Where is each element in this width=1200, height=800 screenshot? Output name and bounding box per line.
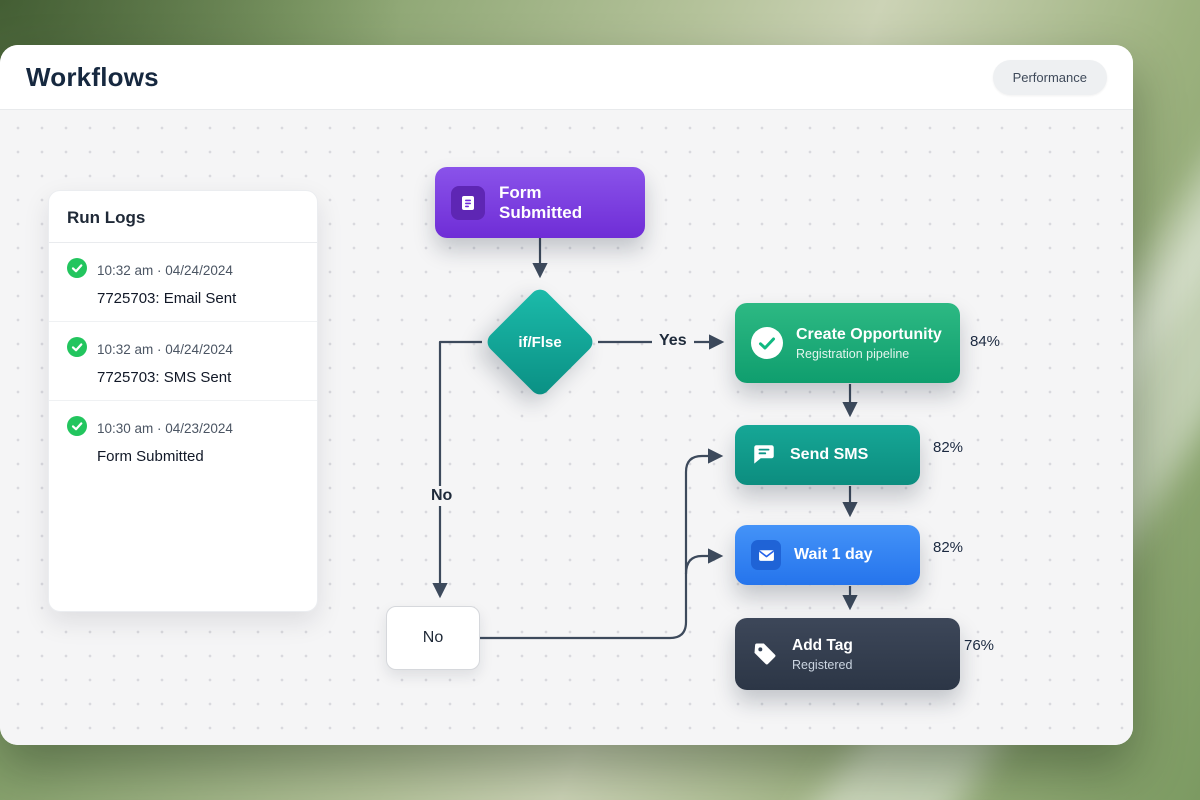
document-icon [451, 185, 485, 220]
edge-label-no: No [424, 486, 460, 506]
stat-send-sms: 82% [933, 439, 964, 456]
node-title: Wait 1 day [794, 546, 873, 563]
log-message: 7725703: SMS Sent [97, 369, 232, 386]
log-timestamp: 10:30 am · 04/23/2024 [97, 421, 233, 436]
node-title: Create Opportunity [796, 325, 942, 343]
check-circle-icon [751, 327, 783, 359]
node-send-sms[interactable]: Send SMS [735, 425, 920, 485]
log-message: Form Submitted [97, 448, 204, 465]
check-circle-icon [67, 337, 87, 362]
node-condition[interactable]: if/Flse [483, 285, 597, 399]
node-title: Add Tag [792, 636, 853, 654]
node-no[interactable]: No [386, 606, 480, 670]
node-wait-1-day[interactable]: Wait 1 day [735, 525, 920, 585]
run-log-entry[interactable]: 10:32 am · 04/24/2024 7725703: SMS Sent [49, 321, 317, 400]
node-title: Form Submitted [499, 182, 583, 222]
condition-label: if/Flse [518, 333, 562, 351]
node-add-tag[interactable]: Add Tag Registered [735, 618, 960, 690]
performance-button[interactable]: Performance [992, 59, 1107, 95]
check-circle-icon [67, 416, 87, 441]
check-circle-icon [67, 258, 87, 283]
divider [49, 242, 317, 243]
node-subtitle: Registration pipeline [796, 346, 910, 361]
log-timestamp: 10:32 am · 04/24/2024 [97, 263, 233, 278]
run-logs-title: Run Logs [67, 208, 146, 227]
tag-icon [751, 640, 779, 668]
chat-bubble-icon [751, 442, 777, 468]
stat-add-tag: 76% [964, 637, 995, 654]
log-message: 7725703: Email Sent [97, 290, 237, 307]
node-create-opportunity[interactable]: Create Opportunity Registration pipeline [735, 303, 960, 383]
node-title: No [422, 629, 444, 646]
window-header: Workflows Performance [0, 45, 1133, 110]
stat-wait-1-day: 82% [933, 539, 964, 556]
run-log-entry[interactable]: 10:30 am · 04/23/2024 Form Submitted [49, 400, 317, 479]
node-title: Send SMS [790, 446, 869, 463]
log-timestamp: 10:32 am · 04/24/2024 [97, 342, 233, 357]
node-form-submitted[interactable]: Form Submitted [435, 167, 645, 238]
envelope-icon [751, 540, 781, 570]
stat-create-opportunity: 84% [970, 333, 1001, 350]
workflows-window: Workflows Performance [0, 45, 1133, 745]
edge-label-yes: Yes [652, 331, 694, 351]
run-log-entry[interactable]: 10:32 am · 04/24/2024 7725703: Email Sen… [49, 243, 317, 321]
run-logs-panel: Run Logs 10:32 am · 04/24/2024 7725703: … [48, 190, 318, 612]
node-subtitle: Registered [792, 657, 853, 672]
page-title: Workflows [26, 61, 159, 92]
